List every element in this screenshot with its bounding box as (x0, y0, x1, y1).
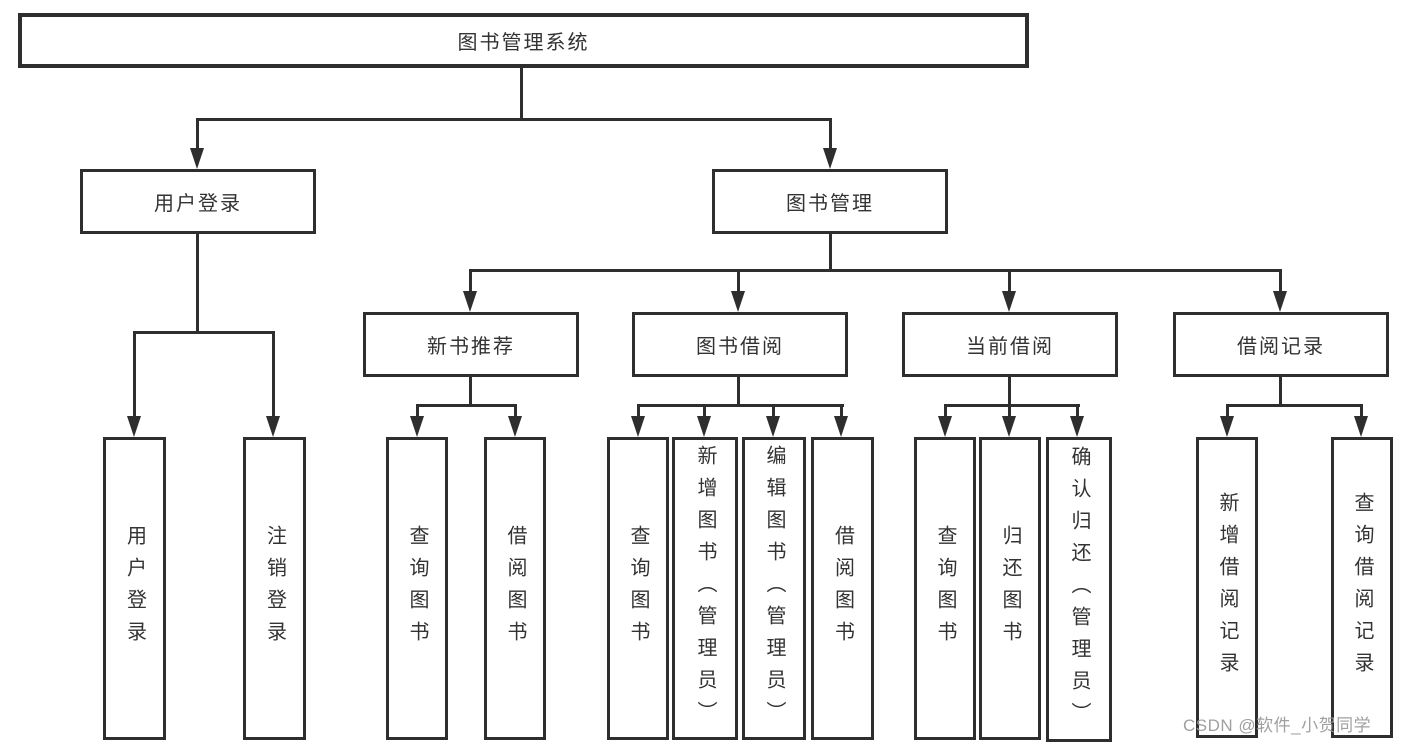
leaf-query-borrow-record: 查询借阅记录 (1331, 437, 1393, 738)
arrowhead-down (766, 416, 780, 437)
arrowhead-down (938, 416, 952, 437)
connector-stem-book-mgmt (829, 118, 832, 150)
connector-stem (1226, 404, 1229, 418)
arrowhead-down (697, 416, 711, 437)
csdn-watermark: CSDN @软件_小贺同学 (1183, 716, 1372, 735)
connector-stem (416, 404, 419, 418)
arrowhead-leaf-login (127, 416, 141, 437)
leaf-label: 查询图书 (406, 524, 428, 653)
arrowhead-leaf-logout (266, 416, 280, 437)
connector-stem (1076, 404, 1079, 418)
leaf-label: 新增图书（管理员） (694, 444, 716, 733)
leaf-add-borrow-record: 新增借阅记录 (1196, 437, 1258, 738)
leaf-label: 新增借阅记录 (1216, 491, 1238, 684)
leaf-label: 编辑图书（管理员） (763, 444, 785, 733)
node-book-borrowing: 图书借阅 (632, 312, 848, 377)
connector-stem (514, 404, 517, 418)
connector-stem (840, 404, 843, 418)
connector-bookmgmt-drop (829, 234, 832, 272)
arrowhead-down (1220, 416, 1234, 437)
leaf-label: 借阅图书 (504, 524, 526, 653)
arrowhead-down (1002, 416, 1016, 437)
arrowhead-user-login (190, 148, 204, 169)
connector-userlogin-drop (196, 234, 199, 333)
connector-stem-leaf-login (133, 331, 136, 417)
leaf-query-books-borrowing: 查询图书 (607, 437, 669, 740)
node-label: 用户登录 (154, 193, 242, 215)
connector-stem-current (1008, 269, 1011, 292)
node-label: 借阅记录 (1237, 336, 1325, 358)
connector-borrowing-drop (737, 377, 740, 406)
leaf-return-book: 归还图书 (979, 437, 1041, 740)
connector-borrowing-split (637, 404, 844, 407)
arrowhead-book-mgmt (823, 148, 837, 169)
connector-root-split (196, 118, 832, 121)
leaf-label: 确认归还（管理员） (1068, 445, 1090, 734)
connector-bookmgmt-split (469, 269, 1282, 272)
connector-stem-leaf-logout (272, 331, 275, 417)
node-book-management: 图书管理 (712, 169, 948, 234)
arrowhead-current (1002, 291, 1016, 312)
node-label: 当前借阅 (966, 336, 1054, 358)
connector-stem (637, 404, 640, 418)
leaf-query-books-recommend: 查询图书 (386, 437, 448, 740)
connector-current-drop (1008, 377, 1011, 406)
connector-recommend-split (416, 404, 517, 407)
arrowhead-down (508, 416, 522, 437)
connector-stem (1360, 404, 1363, 418)
arrowhead-records (1273, 291, 1287, 312)
arrowhead-down (834, 416, 848, 437)
connector-stem-recommend (469, 269, 472, 292)
connector-current-split (944, 404, 1080, 407)
connector-records-drop (1279, 377, 1282, 406)
arrowhead-down (1070, 416, 1084, 437)
node-label: 图书借阅 (696, 336, 784, 358)
leaf-label: 注销登录 (263, 524, 286, 653)
connector-root-drop (520, 66, 523, 120)
node-label: 图书管理系统 (457, 32, 590, 54)
leaf-borrow-books-borrowing: 借阅图书 (811, 437, 874, 740)
leaf-user-login: 用户登录 (103, 437, 166, 740)
arrowhead-down (410, 416, 424, 437)
node-user-login: 用户登录 (80, 169, 316, 234)
node-library-system: 图书管理系统 (18, 13, 1029, 68)
connector-recommend-drop (469, 377, 472, 406)
arrowhead-borrowing (731, 291, 745, 312)
connector-stem (944, 404, 947, 418)
node-label: 图书管理 (786, 193, 874, 215)
connector-stem-records (1279, 269, 1282, 292)
leaf-query-books-current: 查询图书 (914, 437, 976, 740)
leaf-label: 借阅图书 (831, 524, 854, 653)
connector-stem (703, 404, 706, 418)
connector-stem (1008, 404, 1011, 418)
leaf-confirm-return-admin: 确认归还（管理员） (1046, 437, 1112, 742)
connector-stem (772, 404, 775, 418)
leaf-add-book-admin: 新增图书（管理员） (672, 437, 738, 740)
leaf-label: 查询借阅记录 (1351, 491, 1373, 684)
connector-stem-user-login (196, 118, 199, 150)
connector-stem-borrowing (737, 269, 740, 292)
leaf-borrow-books-recommend: 借阅图书 (484, 437, 546, 740)
arrowhead-down (631, 416, 645, 437)
arrowhead-down (1354, 416, 1368, 437)
connector-records-split (1226, 404, 1363, 407)
node-label: 新书推荐 (427, 336, 515, 358)
node-new-book-recommend: 新书推荐 (363, 312, 579, 377)
leaf-logout: 注销登录 (243, 437, 306, 740)
leaf-label: 查询图书 (627, 524, 649, 653)
leaf-label: 查询图书 (934, 524, 956, 653)
leaf-edit-book-admin: 编辑图书（管理员） (742, 437, 806, 740)
leaf-label: 归还图书 (999, 524, 1021, 653)
node-current-borrowing: 当前借阅 (902, 312, 1118, 377)
node-borrowing-records: 借阅记录 (1173, 312, 1389, 377)
arrowhead-recommend (463, 291, 477, 312)
connector-userlogin-split (133, 331, 275, 334)
leaf-label: 用户登录 (123, 524, 146, 653)
